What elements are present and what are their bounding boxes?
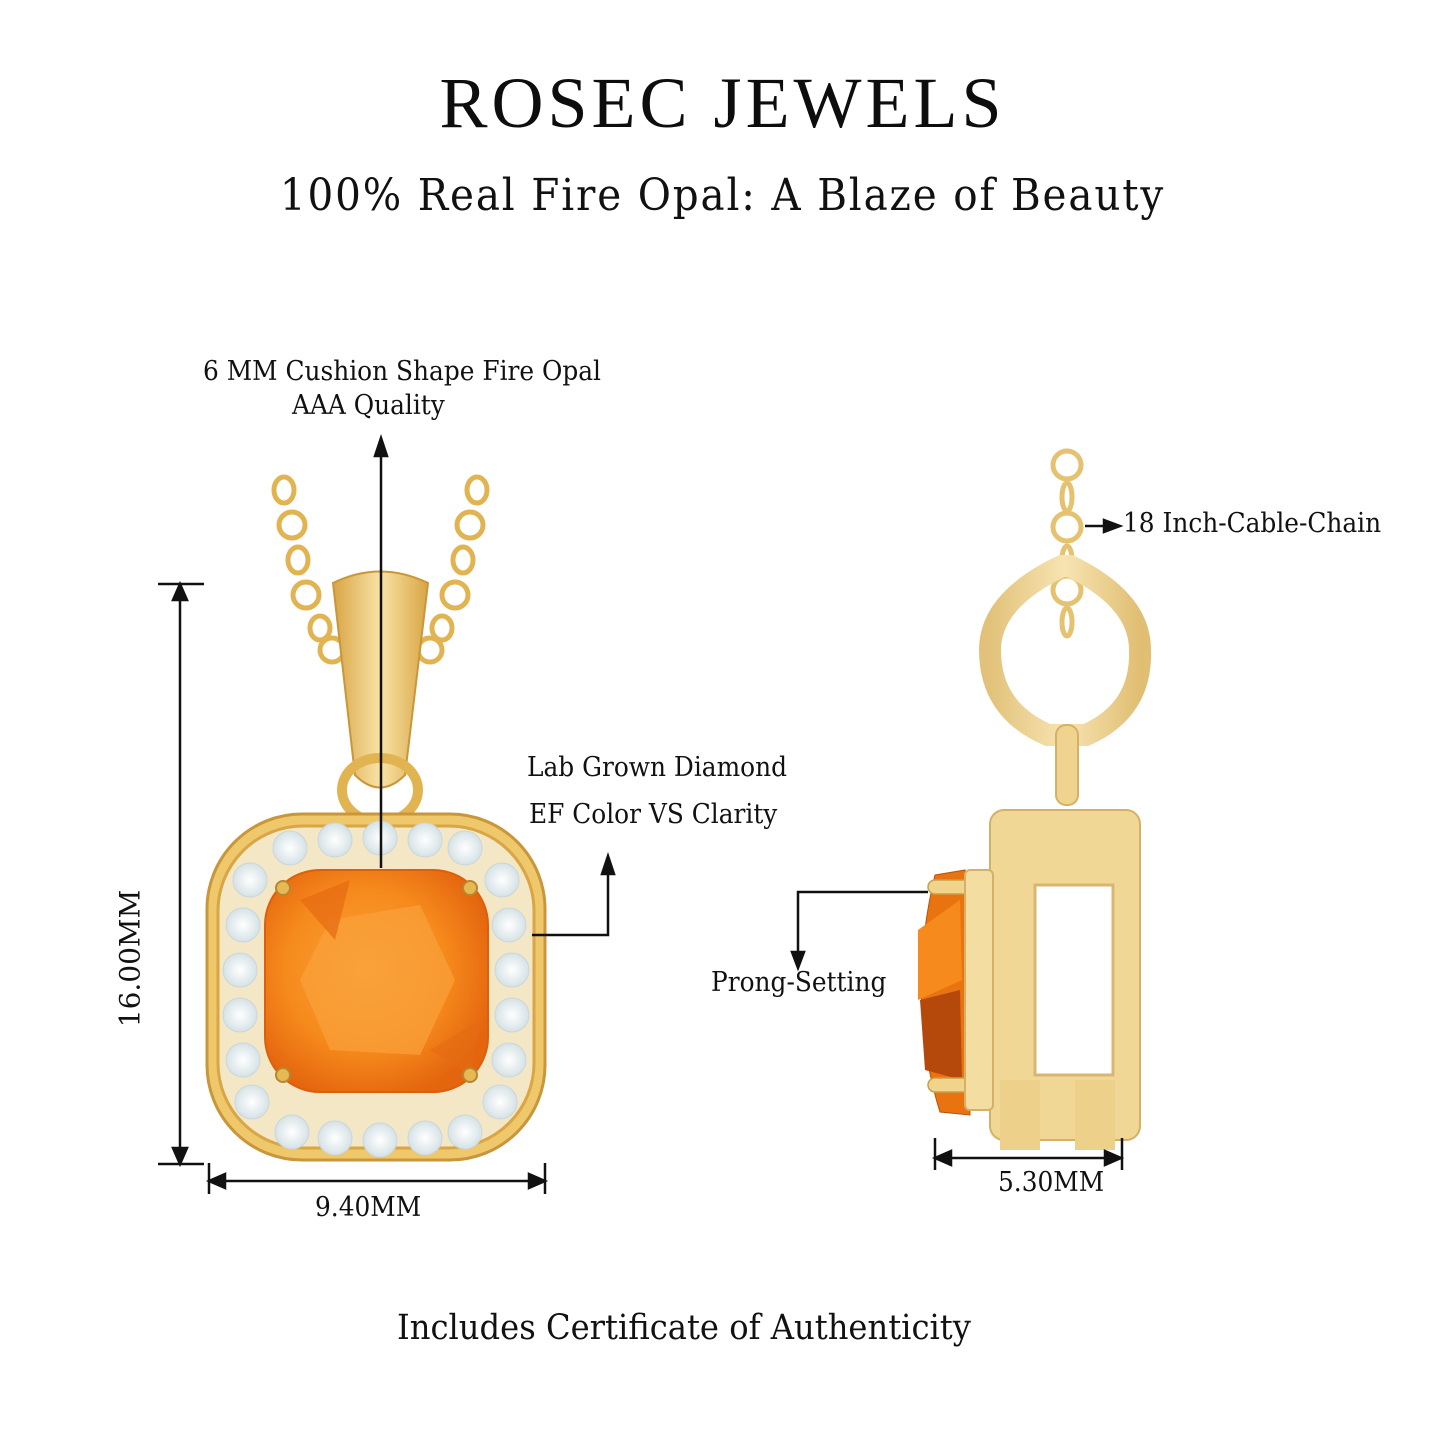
chain-label: 18 Inch-Cable-Chain: [1123, 508, 1382, 539]
halo-diamonds-icon: [222, 820, 530, 1158]
front-pendant: [205, 474, 547, 1162]
halo-label-line2: EF Color VS Clarity: [529, 799, 778, 830]
chain-left-icon: [271, 474, 347, 665]
side-chain-icon: [1050, 448, 1084, 639]
depth-dimension-label: 5.30MM: [998, 1167, 1105, 1198]
center-stone-label-line2: AAA Quality: [292, 390, 445, 421]
side-pendant: [918, 448, 1152, 1150]
prong-setting-label: Prong-Setting: [711, 967, 887, 998]
tagline: 100% Real Fire Opal: A Blaze of Beauty: [279, 170, 1166, 221]
center-stone-label-line1: 6 MM Cushion Shape Fire Opal: [203, 356, 602, 387]
callout-lines: [158, 434, 616, 1194]
halo-label-line1: Lab Grown Diamond: [527, 752, 788, 783]
height-dimension-label: 16.00MM: [113, 889, 147, 1028]
brand-title: ROSEC JEWELS: [439, 63, 1006, 143]
width-dimension-label: 9.40MM: [315, 1192, 422, 1223]
chain-right-icon: [415, 474, 490, 665]
certificate-note: Includes Certificate of Authenticity: [397, 1308, 971, 1348]
